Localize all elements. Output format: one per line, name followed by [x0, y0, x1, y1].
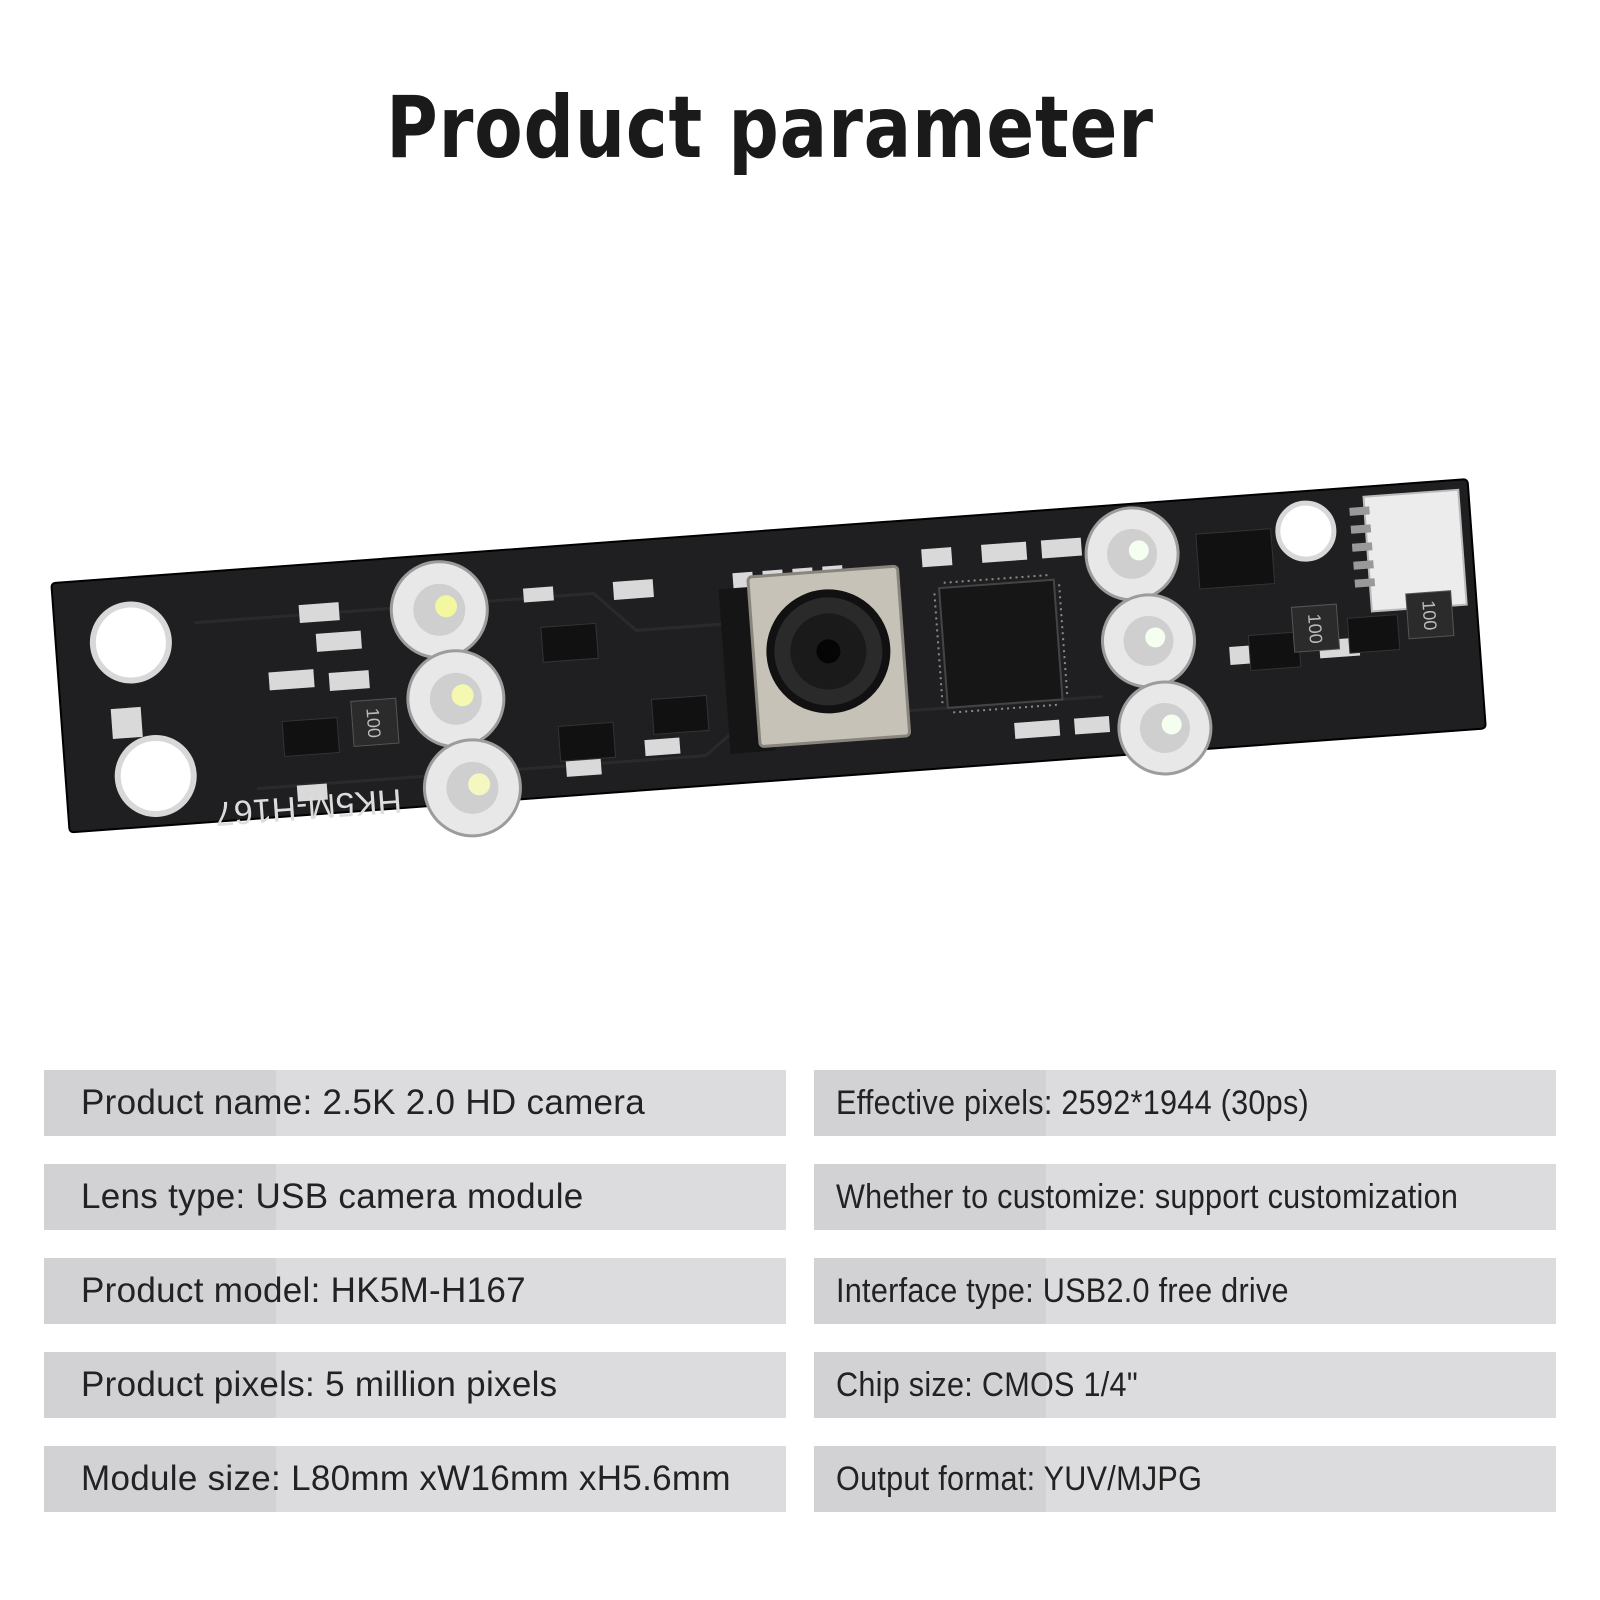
spec-text: Product model: HK5M-H167: [81, 1271, 526, 1310]
spec-text: Chip size: CMOS 1/4": [836, 1366, 1138, 1404]
spec-text: Output format: YUV/MJPG: [836, 1460, 1203, 1498]
spec-row: Lens type: USB camera module: [44, 1164, 786, 1230]
spec-row: Effective pixels: 2592*1944 (30ps): [814, 1070, 1556, 1136]
spec-row: Product pixels: 5 million pixels: [44, 1352, 786, 1418]
spec-row: Product name: 2.5K 2.0 HD camera: [44, 1070, 786, 1136]
spec-row: Module size: L80mm xW16mm xH5.6mm: [44, 1446, 786, 1512]
spec-row: Chip size: CMOS 1/4": [814, 1352, 1556, 1418]
svg-text:100: 100: [362, 707, 384, 738]
mount-hole: [1275, 500, 1337, 562]
spec-row: Output format: YUV/MJPG: [814, 1446, 1556, 1512]
mount-hole: [89, 601, 172, 684]
spec-text: Effective pixels: 2592*1944 (30ps): [836, 1084, 1310, 1122]
ir-led-group: [389, 506, 1213, 838]
spec-row: Product model: HK5M-H167: [44, 1258, 786, 1324]
spec-row: Whether to customize: support customizat…: [814, 1164, 1556, 1230]
spec-text: Product pixels: 5 million pixels: [81, 1365, 558, 1404]
svg-text:100: 100: [1304, 613, 1326, 644]
processor-chip: [937, 578, 1064, 709]
camera-module-photo: 100 100 100: [50, 478, 1487, 838]
page-title: Product parameter: [386, 78, 1154, 178]
mount-hole: [114, 734, 197, 817]
spec-text: Whether to customize: support customizat…: [836, 1178, 1459, 1216]
spec-text: Module size: L80mm xW16mm xH5.6mm: [81, 1459, 731, 1498]
spec-text: Lens type: USB camera module: [81, 1177, 584, 1216]
spec-text: Interface type: USB2.0 free drive: [836, 1272, 1289, 1310]
spec-text: Product name: 2.5K 2.0 HD camera: [81, 1083, 646, 1122]
spec-row: Interface type: USB2.0 free drive: [814, 1258, 1556, 1324]
svg-text:100: 100: [1418, 600, 1440, 631]
